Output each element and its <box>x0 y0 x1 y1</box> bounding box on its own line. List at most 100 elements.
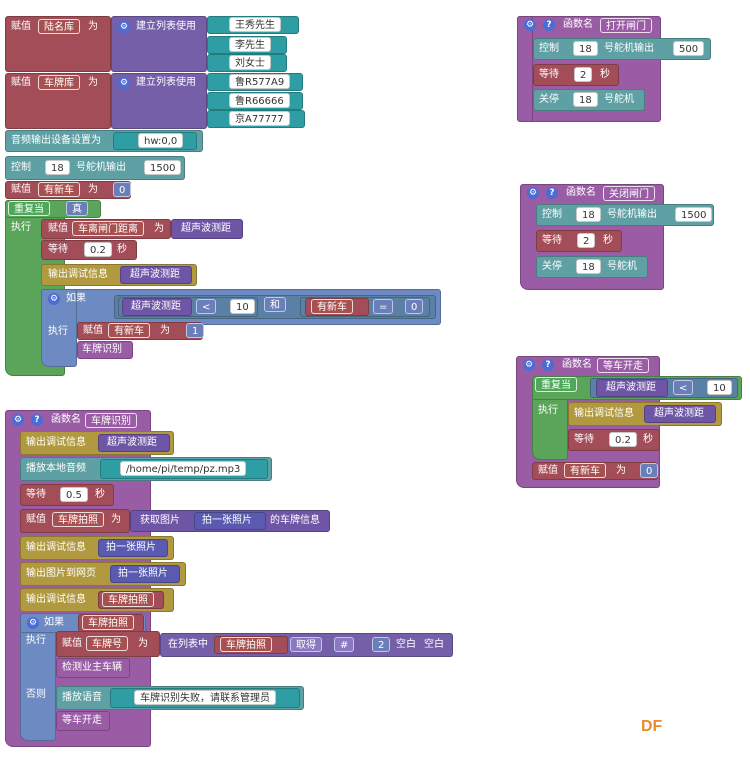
blank-label: 空白 <box>396 639 416 650</box>
function-call-block[interactable] <box>98 434 170 452</box>
variable-dropdown[interactable]: 车牌库 <box>38 75 80 90</box>
create-list-block-2[interactable] <box>111 73 207 129</box>
function-call-block[interactable] <box>120 266 192 284</box>
gear-icon[interactable]: ⚙ <box>48 293 60 305</box>
help-icon[interactable]: ? <box>542 359 554 371</box>
variable-dropdown[interactable]: 车牌拍照 <box>220 637 272 652</box>
help-icon[interactable]: ? <box>543 19 555 31</box>
pin-number[interactable]: 18 <box>576 207 601 222</box>
string-value[interactable]: 刘女士 <box>229 55 271 70</box>
variable-dropdown[interactable]: 车牌号 <box>86 636 128 651</box>
gear-icon[interactable]: ⚙ <box>27 617 39 629</box>
variable-dropdown[interactable]: 车牌拍照 <box>102 592 154 607</box>
debug-output-label: 输出调试信息 <box>26 437 86 448</box>
index-mode-dropdown[interactable]: # <box>334 637 355 652</box>
pin-number[interactable]: 18 <box>573 41 598 56</box>
servo-value[interactable]: 1500 <box>675 207 713 222</box>
ultrasonic-call: 超声波测距 <box>654 408 704 419</box>
string-value[interactable]: 鲁R66666 <box>229 93 290 108</box>
wait-value[interactable]: 0.5 <box>60 487 88 502</box>
pin-number[interactable]: 18 <box>45 160 70 175</box>
number-value[interactable]: 0 <box>640 463 659 478</box>
function-call-block[interactable] <box>171 219 243 239</box>
gear-icon[interactable]: ⚙ <box>523 359 535 371</box>
function-name-field[interactable]: 关闭闸门 <box>603 186 655 201</box>
repeat-dropdown[interactable]: 重复当 <box>8 201 50 216</box>
number-value[interactable]: 10 <box>230 299 255 314</box>
string-value[interactable]: 王秀先生 <box>229 17 281 32</box>
variable-dropdown[interactable]: 有新车 <box>564 463 606 478</box>
function-name-field[interactable]: 等车开走 <box>597 358 649 373</box>
if-else-block[interactable] <box>20 613 56 741</box>
photo-call-block[interactable] <box>110 565 180 583</box>
gear-icon[interactable]: ⚙ <box>527 187 539 199</box>
wait-value[interactable]: 2 <box>577 233 596 248</box>
create-list-label: 建立列表使用 <box>136 77 196 88</box>
wait-value[interactable]: 0.2 <box>84 242 112 257</box>
string-value[interactable]: 京A77777 <box>229 111 290 126</box>
get-mode-dropdown[interactable]: 取得 <box>290 637 322 652</box>
stop-label: 关停 <box>539 94 559 105</box>
gear-icon[interactable]: ⚙ <box>524 19 536 31</box>
string-value[interactable]: 车牌识别失败，请联系管理员 <box>134 690 276 705</box>
variable-dropdown[interactable]: 有新车 <box>311 299 353 314</box>
number-value[interactable]: 10 <box>707 380 732 395</box>
call-check-owner[interactable] <box>56 658 130 678</box>
servo-value[interactable]: 500 <box>673 41 705 56</box>
number-value[interactable]: 0 <box>113 182 132 197</box>
debug-output-label: 输出调试信息 <box>574 408 634 419</box>
help-icon[interactable]: ? <box>546 187 558 199</box>
assign-label: 赋值 <box>26 514 46 525</box>
wait-value[interactable]: 0.2 <box>609 432 637 447</box>
photo-call-block[interactable] <box>98 539 168 557</box>
string-value[interactable]: /home/pi/temp/pz.mp3 <box>120 461 247 476</box>
seconds-label: 秒 <box>643 434 653 445</box>
call-wait-car-leave[interactable] <box>56 711 110 731</box>
function-call-block[interactable] <box>122 298 192 316</box>
photo-call-block[interactable] <box>194 512 266 530</box>
and-dropdown[interactable]: 和 <box>264 297 286 312</box>
operator-dropdown[interactable]: = <box>373 299 394 314</box>
gear-icon[interactable]: ⚙ <box>12 414 24 426</box>
call-label: 车牌识别 <box>82 344 122 355</box>
repeat-dropdown[interactable]: 重复当 <box>535 377 577 392</box>
variable-dropdown[interactable]: 车牌拍照 <box>52 512 104 527</box>
variable-dropdown[interactable]: 有新车 <box>38 182 80 197</box>
exec-label: 执行 <box>538 405 558 416</box>
number-value[interactable]: 1 <box>186 323 205 338</box>
variable-dropdown[interactable]: 车离闸门距离 <box>72 221 144 236</box>
photo-call-label: 拍一张照片 <box>202 515 252 526</box>
function-name-field[interactable]: 车牌识别 <box>85 413 137 428</box>
pin-number[interactable]: 18 <box>576 259 601 274</box>
pin-number[interactable]: 18 <box>573 92 598 107</box>
wait-label: 等待 <box>574 434 594 445</box>
call-plate-recognition[interactable] <box>77 341 133 359</box>
function-call-block[interactable] <box>644 405 716 423</box>
exec-label: 执行 <box>48 326 68 337</box>
function-call-block[interactable] <box>596 379 668 397</box>
exec-label: 执行 <box>26 635 46 646</box>
index-value[interactable]: 2 <box>372 637 391 652</box>
assign-label: 赋值 <box>83 325 103 336</box>
bool-true[interactable]: 真 <box>66 201 88 216</box>
wait-value[interactable]: 2 <box>574 67 593 82</box>
gear-icon[interactable]: ⚙ <box>118 77 130 89</box>
string-value[interactable]: hw:0,0 <box>138 133 184 148</box>
variable-dropdown[interactable]: 车牌拍照 <box>82 615 134 630</box>
string-value[interactable]: 李先生 <box>229 37 271 52</box>
servo-value[interactable]: 1500 <box>144 160 182 175</box>
servo-label: 号舵机 <box>604 94 634 105</box>
help-icon[interactable]: ? <box>31 414 43 426</box>
variable-dropdown[interactable]: 陆名库 <box>38 19 80 34</box>
servo-label: 号舵机 <box>607 261 637 272</box>
seconds-label: 秒 <box>117 244 127 255</box>
number-value[interactable]: 0 <box>405 299 424 314</box>
string-value[interactable]: 鲁R577A9 <box>229 74 291 89</box>
wait-label: 等待 <box>542 235 562 246</box>
gear-icon[interactable]: ⚙ <box>118 21 130 33</box>
seconds-label: 秒 <box>600 69 610 80</box>
operator-dropdown[interactable]: < <box>196 299 217 314</box>
variable-dropdown[interactable]: 有新车 <box>108 323 150 338</box>
operator-dropdown[interactable]: < <box>673 380 694 395</box>
function-name-field[interactable]: 打开闸门 <box>600 18 652 33</box>
